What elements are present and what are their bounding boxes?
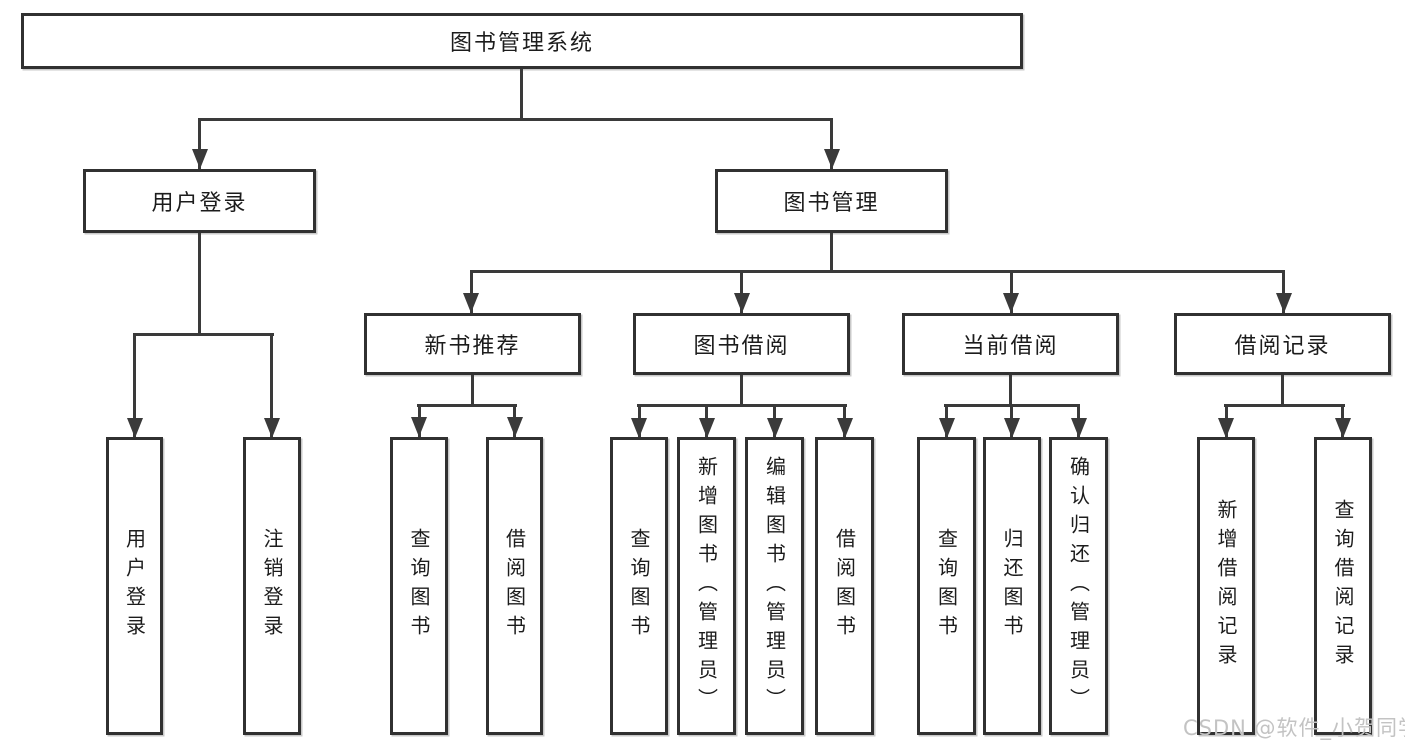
node-root-label: 图书管理系统 (449, 31, 594, 56)
leaf-edit-books-admin: 编辑图书（管理员） (745, 437, 804, 735)
leaf-borrow-books-1: 借阅图书 (486, 437, 543, 735)
connector-drop-book-borrow (740, 270, 743, 313)
connector-current-borrow-stub (1009, 375, 1012, 406)
leaf-query-books-2-label: 查询图书 (627, 528, 651, 644)
arrow-down-icon (1218, 418, 1234, 438)
node-book-management-label: 图书管理 (783, 191, 880, 216)
connector-book-borrow-branch (637, 404, 847, 407)
connector-book-borrow-stub (740, 375, 743, 406)
connector-root-stub (520, 69, 523, 120)
node-current-borrow: 当前借阅 (902, 313, 1119, 375)
connector-drop-borrow-records (1282, 270, 1285, 313)
leaf-borrow-books-2-label: 借阅图书 (832, 528, 857, 644)
connector-drop-new-book (470, 270, 473, 313)
connector-new-book-branch (417, 404, 517, 407)
leaf-borrow-books-2: 借阅图书 (815, 437, 874, 735)
leaf-borrow-books-1-label: 借阅图书 (502, 528, 527, 644)
arrow-down-icon (699, 418, 715, 438)
node-root: 图书管理系统 (21, 13, 1023, 69)
connector-drop-current-borrow (1010, 270, 1013, 313)
connector-user-login-branch (133, 333, 274, 336)
leaf-logout-label: 注销登录 (260, 528, 284, 644)
leaf-query-books-2: 查询图书 (610, 437, 668, 735)
node-new-book-recommend: 新书推荐 (364, 313, 581, 375)
arrow-down-icon (507, 417, 523, 437)
arrow-down-icon (1071, 418, 1087, 438)
node-user-login: 用户登录 (83, 169, 316, 233)
arrow-down-icon (734, 293, 750, 313)
arrow-down-icon (1004, 418, 1020, 438)
connector-drop-login (133, 333, 136, 438)
arrow-down-icon (837, 418, 853, 438)
leaf-edit-books-admin-label: 编辑图书（管理员） (762, 455, 787, 717)
arrow-down-icon (767, 418, 783, 438)
leaf-add-books-admin: 新增图书（管理员） (677, 437, 736, 735)
arrow-down-icon (1276, 293, 1292, 313)
leaf-add-borrow-record-label: 新增借阅记录 (1214, 499, 1238, 673)
connector-drop-logout (270, 333, 273, 438)
leaf-query-books-1: 查询图书 (390, 437, 448, 735)
node-book-borrow-label: 图书借阅 (693, 334, 790, 359)
leaf-confirm-return-admin-label: 确认归还（管理员） (1066, 455, 1091, 717)
leaf-query-books-1-label: 查询图书 (407, 528, 431, 644)
arrow-down-icon (824, 149, 840, 169)
leaf-query-borrow-record-label: 查询借阅记录 (1331, 499, 1355, 673)
arrow-down-icon (411, 417, 427, 437)
connector-drop-book-management (830, 118, 833, 169)
leaf-query-books-3: 查询图书 (917, 437, 976, 735)
leaf-logout: 注销登录 (243, 437, 301, 735)
leaf-user-login: 用户登录 (106, 437, 163, 735)
connector-new-book-stub (471, 375, 474, 406)
node-current-borrow-label: 当前借阅 (962, 334, 1059, 359)
leaf-query-borrow-record: 查询借阅记录 (1314, 437, 1372, 735)
arrow-down-icon (192, 149, 208, 169)
arrow-down-icon (939, 418, 955, 438)
leaf-confirm-return-admin: 确认归还（管理员） (1049, 437, 1108, 735)
leaf-query-books-3-label: 查询图书 (934, 528, 959, 644)
leaf-add-borrow-record: 新增借阅记录 (1197, 437, 1255, 735)
arrow-down-icon (631, 418, 647, 438)
arrow-down-icon (1003, 293, 1019, 313)
arrow-down-icon (1335, 418, 1351, 438)
connector-borrow-records-branch (1224, 404, 1345, 407)
arrow-down-icon (127, 418, 143, 438)
arrow-down-icon (264, 418, 280, 438)
connector-level3-branch (470, 270, 1285, 273)
node-book-borrow: 图书借阅 (633, 313, 850, 375)
leaf-add-books-admin-label: 新增图书（管理员） (694, 455, 719, 717)
watermark-text: CSDN @软件_小贺同学 (1183, 716, 1405, 740)
leaf-return-books-label: 归还图书 (1000, 528, 1024, 644)
node-borrow-records-label: 借阅记录 (1234, 334, 1331, 359)
node-user-login-label: 用户登录 (151, 191, 248, 216)
leaf-return-books: 归还图书 (983, 437, 1041, 735)
arrow-down-icon (463, 293, 479, 313)
connector-borrow-records-stub (1281, 375, 1284, 406)
node-new-book-recommend-label: 新书推荐 (424, 334, 521, 359)
leaf-user-login-label: 用户登录 (122, 528, 147, 644)
connector-user-login-stub (198, 233, 201, 335)
connector-book-management-stub (830, 233, 833, 272)
connector-drop-user-login (198, 118, 201, 169)
node-borrow-records: 借阅记录 (1174, 313, 1391, 375)
node-book-management: 图书管理 (715, 169, 948, 233)
connector-level2-branch (198, 118, 833, 121)
